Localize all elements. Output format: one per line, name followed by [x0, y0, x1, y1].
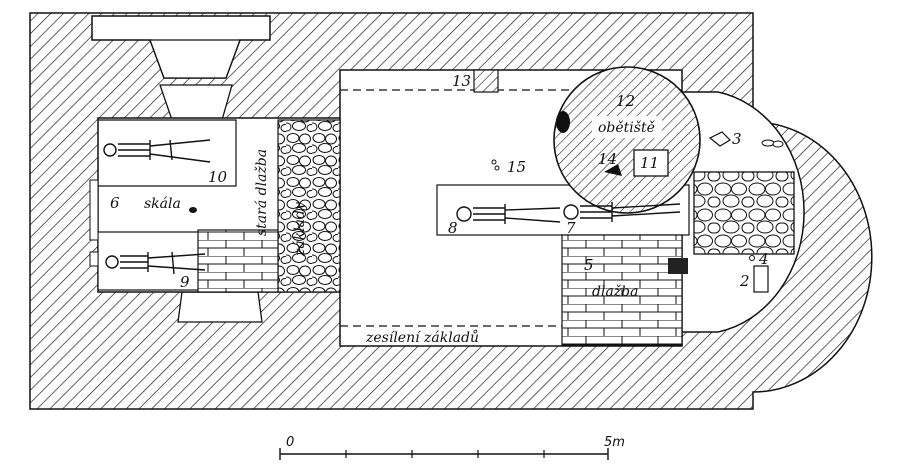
label-8: 8 [448, 219, 458, 237]
west-stub-lower [89, 251, 99, 267]
label-13: 13 [452, 72, 471, 90]
feature-4-dot [749, 255, 755, 261]
scale-bar [279, 448, 609, 460]
scale-start-label: 0 [286, 435, 294, 450]
label-15: 15 [507, 158, 526, 176]
label-4: 4 [758, 250, 769, 268]
feature-15-dot-a [491, 159, 497, 165]
scale-end-label: 5m [604, 435, 625, 450]
grave-10 [98, 119, 237, 187]
paving-dark-patch [668, 258, 688, 274]
label-9: 9 [180, 273, 190, 291]
altar-label-bg [592, 116, 662, 138]
label-3: 3 [732, 130, 742, 148]
label-5: 5 [584, 256, 594, 274]
label-14: 14 [598, 150, 617, 168]
grave-9 [97, 231, 211, 291]
altar-dark-mark-2 [604, 164, 622, 176]
skeleton-7 [563, 202, 681, 222]
label-dlazba: dlažba [592, 283, 638, 300]
label-6: 6 [110, 194, 120, 212]
label-11: 11 [640, 154, 659, 172]
label-obetiste: obětiště [598, 120, 655, 136]
feature-3-stone [708, 131, 731, 147]
label-10: 10 [208, 168, 228, 186]
label-zaklady: základy [292, 201, 308, 257]
label-zesileni-zakladu: zesílení základů [365, 329, 479, 346]
entrance-funnel-top [149, 39, 241, 79]
feature-11-box [633, 149, 669, 177]
feature-15-dot-b [494, 165, 500, 171]
foundations-cobble [277, 119, 341, 293]
bottom-funnel [177, 291, 263, 323]
altar-dark-mark [556, 111, 570, 133]
skeleton-10 [103, 139, 211, 163]
label-12: 12 [616, 92, 635, 110]
skeleton-8 [456, 204, 561, 224]
feature-13-box [473, 69, 499, 93]
label-stara-dlazba: stará dlažba [253, 149, 270, 236]
old-paving [197, 229, 279, 293]
label-7: 7 [566, 219, 576, 237]
label-skala: skála [144, 196, 181, 212]
feature-3-stone-c [772, 140, 784, 148]
west-stub-upper [89, 179, 99, 241]
paving-bricks [561, 234, 683, 346]
feature-2-box [753, 265, 769, 293]
altar-circle [553, 66, 701, 214]
entrance-funnel-lower [159, 84, 233, 121]
rock-pebble [189, 207, 197, 213]
skeleton-9 [105, 251, 206, 275]
apse-stone-square [693, 171, 795, 255]
label-2: 2 [739, 272, 750, 290]
feature-3-stone-b [761, 139, 775, 147]
